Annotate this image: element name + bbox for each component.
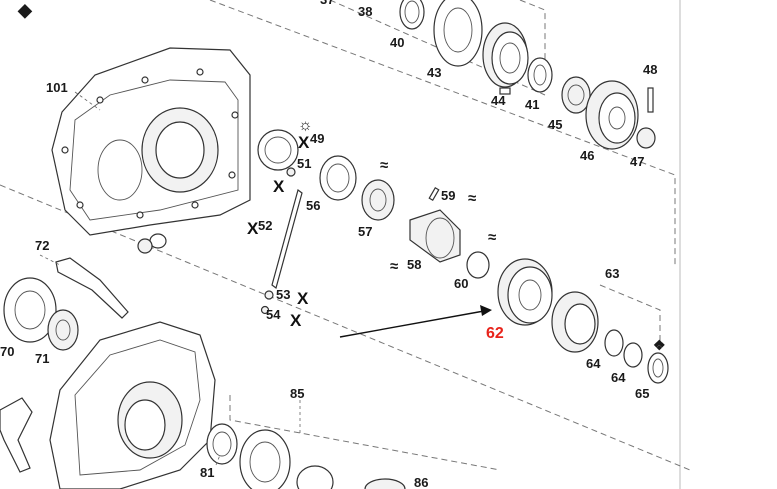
lower-ring-a xyxy=(296,465,334,489)
part-44-bearing-housing xyxy=(482,22,529,95)
part-72-shift-fork xyxy=(55,257,129,319)
part-58-pinion xyxy=(409,209,461,263)
pointer-arrow xyxy=(339,305,492,338)
part-49-ring xyxy=(257,129,299,171)
part-54-nut xyxy=(260,305,270,315)
part-41-seal xyxy=(527,57,553,93)
x-mark: X xyxy=(247,219,259,238)
part-label-65: 65 xyxy=(635,386,649,401)
part-62-differential xyxy=(497,258,553,326)
part-64-bearing-b xyxy=(623,342,643,368)
x-mark: X xyxy=(297,289,309,308)
diamond-icon: ◆ xyxy=(17,0,33,20)
part-label-52: 52 xyxy=(258,218,272,233)
part-label-47: 47 xyxy=(630,154,644,169)
part-85-flange xyxy=(239,429,291,489)
part-label-85: 85 xyxy=(290,386,304,401)
part-46-gear xyxy=(585,80,639,150)
part-label-43: 43 xyxy=(427,65,441,80)
part-label-86: 86 xyxy=(414,475,428,489)
part-47-nut xyxy=(636,127,656,149)
part-label-64: 64 xyxy=(611,370,626,385)
part-label-59: 59 xyxy=(441,188,455,203)
part-label-51: 51 xyxy=(297,156,311,171)
part-64-bearing-a xyxy=(604,329,624,357)
part-label-64: 64 xyxy=(586,356,601,371)
part-label-44: 44 xyxy=(491,93,506,108)
part-label-56: 56 xyxy=(306,198,320,213)
part-label-37: 37 xyxy=(320,0,334,7)
wave-icon: ≈ xyxy=(468,190,476,207)
part-label-81: 81 xyxy=(200,465,214,480)
gear-sun-icon: ☼ xyxy=(298,117,313,134)
part-56-ring xyxy=(319,155,357,201)
housing-plug xyxy=(137,233,167,254)
part-label-49: 49 xyxy=(310,131,324,146)
part-38-ring xyxy=(399,0,425,30)
part-label-70: 70 xyxy=(0,344,14,359)
left-shift-fork xyxy=(0,397,33,473)
part-label-63: 63 xyxy=(605,266,619,281)
part-57-bearing xyxy=(361,179,395,221)
part-label-48: 48 xyxy=(643,62,657,77)
wave-icon: ≈ xyxy=(380,157,388,174)
part-label-71: 71 xyxy=(35,351,49,366)
part-65-ring xyxy=(647,352,669,384)
part-43-flange xyxy=(433,0,483,67)
part-label-40: 40 xyxy=(390,35,404,50)
part-45-bearing xyxy=(561,76,591,114)
part-86-ring xyxy=(364,478,406,489)
part-51-nut xyxy=(286,167,296,177)
part-label-53: 53 xyxy=(276,287,290,302)
part-label-58: 58 xyxy=(407,257,421,272)
part-label-38: 38 xyxy=(358,4,372,19)
part-label-45: 45 xyxy=(548,117,562,132)
part-101-housing xyxy=(51,47,251,236)
wave-icon: ≈ xyxy=(488,229,496,246)
part-label-54: 54 xyxy=(266,307,281,322)
part-81-seal xyxy=(206,423,238,465)
x-mark: X xyxy=(290,311,302,330)
x-mark: X xyxy=(298,133,310,152)
lower-housing xyxy=(49,321,216,489)
part-53-nut xyxy=(264,290,274,300)
part-label-62-highlighted: 62 xyxy=(486,325,504,342)
x-mark: X xyxy=(273,177,285,196)
part-label-72: 72 xyxy=(35,238,49,253)
part-label-57: 57 xyxy=(358,224,372,239)
part-60-sleeve xyxy=(466,251,490,279)
part-48-pin xyxy=(647,87,654,113)
part-label-41: 41 xyxy=(525,97,539,112)
wave-icon: ≈ xyxy=(390,258,398,275)
leader-lines xyxy=(39,91,301,466)
part-63-ring-gear xyxy=(551,291,599,353)
part-label-60: 60 xyxy=(454,276,468,291)
four-diamonds-icon: ❖ xyxy=(653,337,666,353)
part-59-pin xyxy=(428,186,440,202)
shift-rod xyxy=(271,188,303,290)
part-label-101: 101 xyxy=(46,80,68,95)
part-71-bearing xyxy=(47,309,79,351)
part-label-46: 46 xyxy=(580,148,594,163)
part-70-washer xyxy=(3,277,57,343)
